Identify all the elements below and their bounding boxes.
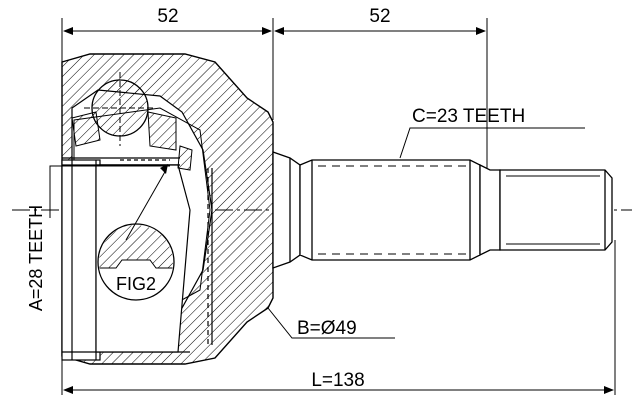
stub-shaft (272, 151, 613, 269)
dimension-shaft-spline: C=23 TEETH (412, 106, 525, 127)
dimension-lines (61, 18, 616, 395)
dimension-right-length: 52 (369, 6, 390, 27)
dimension-left-length: 52 (157, 6, 178, 27)
dimension-total-length: L=138 (311, 370, 364, 391)
ball-top (71, 72, 193, 171)
fig2-detail: FIG2 (97, 164, 175, 301)
figure-callout: FIG2 (116, 274, 156, 294)
dimension-hub-spline: A=28 TEETH (26, 205, 46, 311)
leader-lines (49, 127, 585, 339)
dimension-outer-diameter: B=Ø49 (297, 318, 357, 339)
